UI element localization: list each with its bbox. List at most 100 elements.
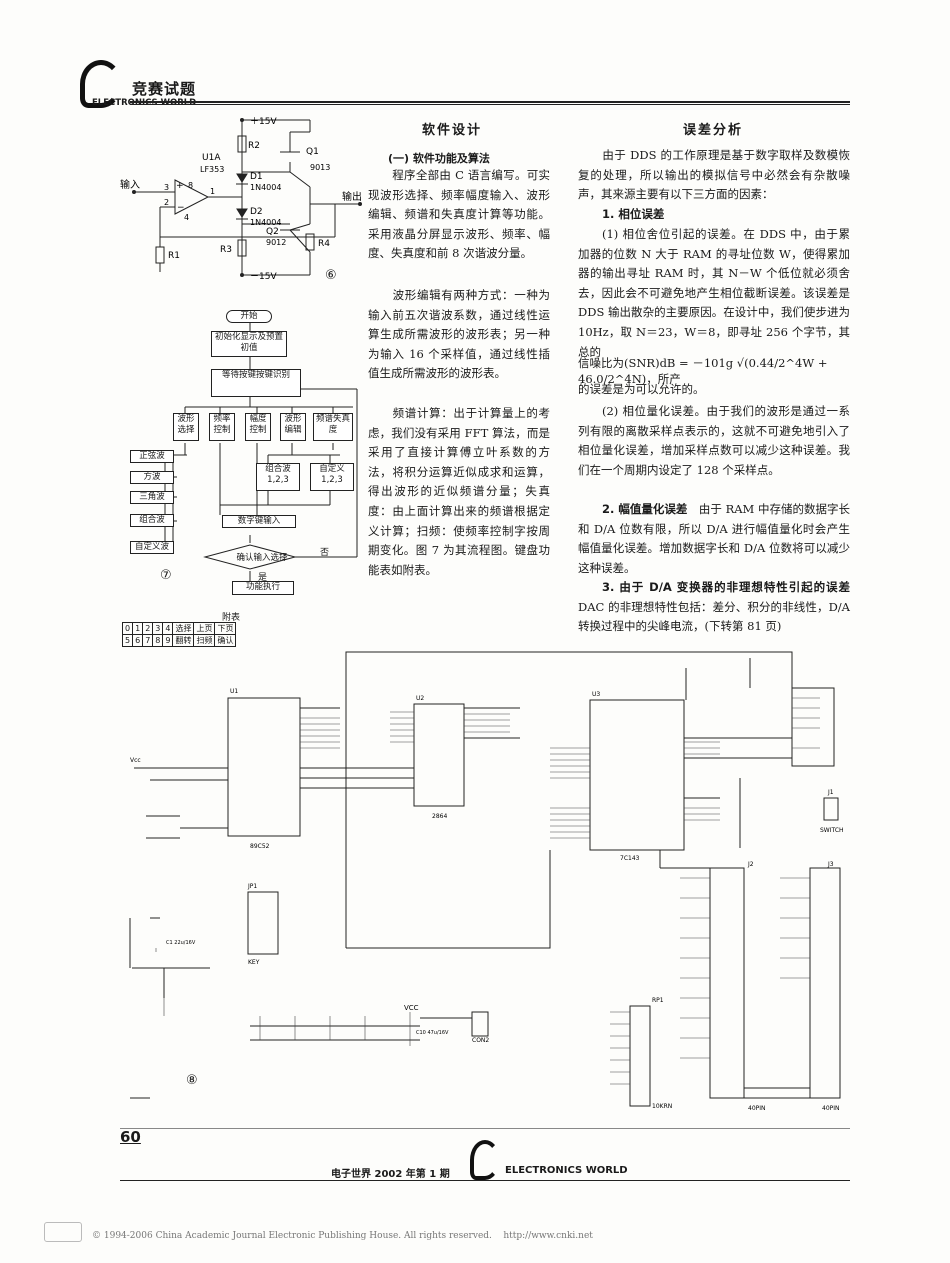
flow-frequency-control: 频率控制 [209, 413, 235, 441]
key-table-row: 0 1 2 3 4 选择 上页 下页 [121, 622, 237, 635]
fig6-q2-model: 9012 [266, 238, 286, 247]
svg-text:4: 4 [184, 213, 189, 222]
issue-label: 电子世界 2002 年第 1 期 [331, 1169, 450, 1180]
flow-init: 初始化显示及预置初值 [211, 331, 287, 357]
key-cell: 5 [121, 634, 134, 647]
flow-confirm-select: 确认输入选择 [236, 553, 288, 563]
svg-text:1: 1 [210, 187, 215, 196]
snr-formula: 信噪比为(SNR)dB = －101g √(0.44/2^4W + 46.0/2… [578, 356, 828, 386]
svg-text:8: 8 [188, 181, 193, 190]
figure-6-number: ⑥ [325, 268, 337, 283]
fig8-c10-label: C10 47u/16V [416, 1030, 449, 1036]
figure-8-number: ⑧ [186, 1073, 198, 1088]
software-paragraph-1: 程序全部由 C 语言编写。可实现波形选择、频率幅度输入、波形编辑、频谱和失真度计… [368, 168, 550, 261]
key-cell: 确认 [214, 634, 237, 647]
flow-wave-triangle: 三角波 [130, 491, 174, 504]
key-table-caption: 附表 [222, 613, 241, 623]
key-cell: 7 [142, 634, 154, 647]
flow-digit-input: 数字键输入 [222, 515, 296, 528]
svg-text:2: 2 [164, 198, 169, 207]
error-heading-1: 1. 相位误差 [602, 207, 665, 221]
software-paragraph-3: 频谱计算：出于计算量上的考虑，我们没有采用 FFT 算法，而是采用了直接计算傅立… [368, 406, 550, 577]
fig6-r3: R3 [220, 245, 232, 255]
flow-wave-combo: 组合波 [130, 514, 174, 527]
fig8-j1-label: J1 [827, 789, 834, 796]
fig8-j3-part: 40PIN [822, 1105, 840, 1112]
footer-logo [470, 1140, 500, 1180]
fig6-input: 输入 [120, 178, 140, 191]
key-cell: 翻转 [172, 634, 195, 647]
fig8-j3-label: J3 [827, 861, 834, 868]
fig8-j2-label: J2 [747, 861, 754, 868]
footer-magazine-name: ELECTRONICS WORLD [505, 1165, 628, 1176]
fig8-u3-part: 7C143 [620, 855, 640, 862]
key-cell: 上页 [193, 622, 216, 635]
flow-wave-custom: 自定义波 [130, 541, 174, 554]
flow-execute: 功能执行 [232, 581, 294, 595]
svg-text:−: − [177, 203, 185, 213]
flow-waveform-select: 波形选择 [173, 413, 199, 441]
key-function-table: 0 1 2 3 4 选择 上页 下页 5 6 7 8 9 翻转 扫频 确认 [121, 622, 237, 647]
flow-custom-123: 自定义 1,2,3 [310, 463, 354, 491]
error-section-title: 误差分析 [683, 123, 744, 138]
fig6-u1a-model: LF353 [200, 165, 224, 174]
fig8-j1-part: SWITCH [820, 827, 844, 834]
fig8-jp1-label: JP1 [247, 883, 257, 890]
error-paragraph-4: 3. 由于 D/A 变换器的非理想特性引起的误差 DAC 的非理想特性包括：差分… [578, 580, 850, 634]
error-paragraph-1: (1) 相位舍位引起的误差。在 DDS 中，由于累加器的位数 N 大于 RAM … [578, 227, 850, 359]
svg-text:3: 3 [164, 183, 169, 192]
copyright-notice: © 1994-2006 China Academic Journal Elect… [92, 1231, 593, 1241]
fig8-vcc-small: Vcc [130, 757, 141, 764]
fig8-rp1-label: RP1 [652, 997, 664, 1004]
key-cell: 扫频 [193, 634, 216, 647]
fig8-u1-part: 89C52 [250, 843, 270, 850]
fig6-q2: Q2 [266, 227, 279, 237]
figure-7-number: ⑦ [160, 568, 172, 583]
fig6-q1: Q1 [306, 147, 319, 157]
cnki-logo-icon [44, 1222, 82, 1242]
error-paragraph-3: 2. 幅值量化误差 由于 RAM 中存储的数据字长和 D/A 位数有限，所以 D… [578, 502, 851, 575]
fig8-con-label: CON2 [472, 1037, 489, 1044]
flow-start: 开始 [226, 310, 272, 323]
flow-wave-sine: 正弦波 [130, 450, 174, 463]
flow-amplitude-control: 幅度控制 [245, 413, 271, 441]
fig6-d2-model: 1N4004 [250, 218, 281, 227]
fig6-q1-model: 9013 [310, 163, 330, 172]
error-heading-2: 2. 幅值量化误差 [602, 502, 688, 516]
fig8-rp1-part: 10KRN [652, 1103, 672, 1110]
fig8-u2-label: U2 [416, 695, 424, 702]
fig6-d1: D1 [250, 172, 263, 182]
flow-yes-label: 是 [258, 573, 268, 583]
fig6-plus15: ＋15V [250, 116, 277, 127]
flow-wave-square: 方波 [130, 471, 174, 484]
fig6-minus15: －15V [250, 272, 277, 282]
svg-text:+: + [176, 181, 184, 191]
flow-spectrum-distortion: 频谱失真度 [313, 413, 353, 441]
fig8-u2-part: 2864 [432, 813, 447, 820]
fig6-u1a: U1A [202, 153, 221, 163]
fig6-d2: D2 [250, 207, 263, 217]
footer-rule [120, 1180, 850, 1181]
magazine-name-header: ELECTRONICS WORLD [92, 98, 197, 108]
error-paragraph-2: (2) 相位量化误差。由于我们的波形是通过一系列有限的离散采样点表示的，这就不可… [578, 404, 850, 477]
header-rule-thin [130, 104, 850, 105]
page-number: 60 [120, 1128, 141, 1146]
software-subheading: (一) 软件功能及算法 [388, 152, 490, 165]
key-cell: 0 [121, 622, 134, 635]
key-cell: 6 [132, 634, 144, 647]
fig6-r1: R1 [168, 251, 180, 261]
key-cell: 3 [152, 622, 164, 635]
fig8-vcc-label: VCC [404, 1004, 419, 1012]
section-label: 竞赛试题 [132, 80, 197, 98]
key-cell: 下页 [214, 622, 237, 635]
magazine-logo [80, 60, 122, 108]
fig8-j2-part: 40PIN [748, 1105, 766, 1112]
key-cell: 1 [132, 622, 144, 635]
key-cell: 9 [162, 634, 174, 647]
fig8-jp1-part: KEY [248, 959, 260, 966]
key-cell: 4 [162, 622, 174, 635]
software-section-title: 软件设计 [422, 123, 483, 138]
flow-combo-123: 组合波 1,2,3 [256, 463, 300, 491]
fig6-output: 输出 [342, 190, 362, 203]
